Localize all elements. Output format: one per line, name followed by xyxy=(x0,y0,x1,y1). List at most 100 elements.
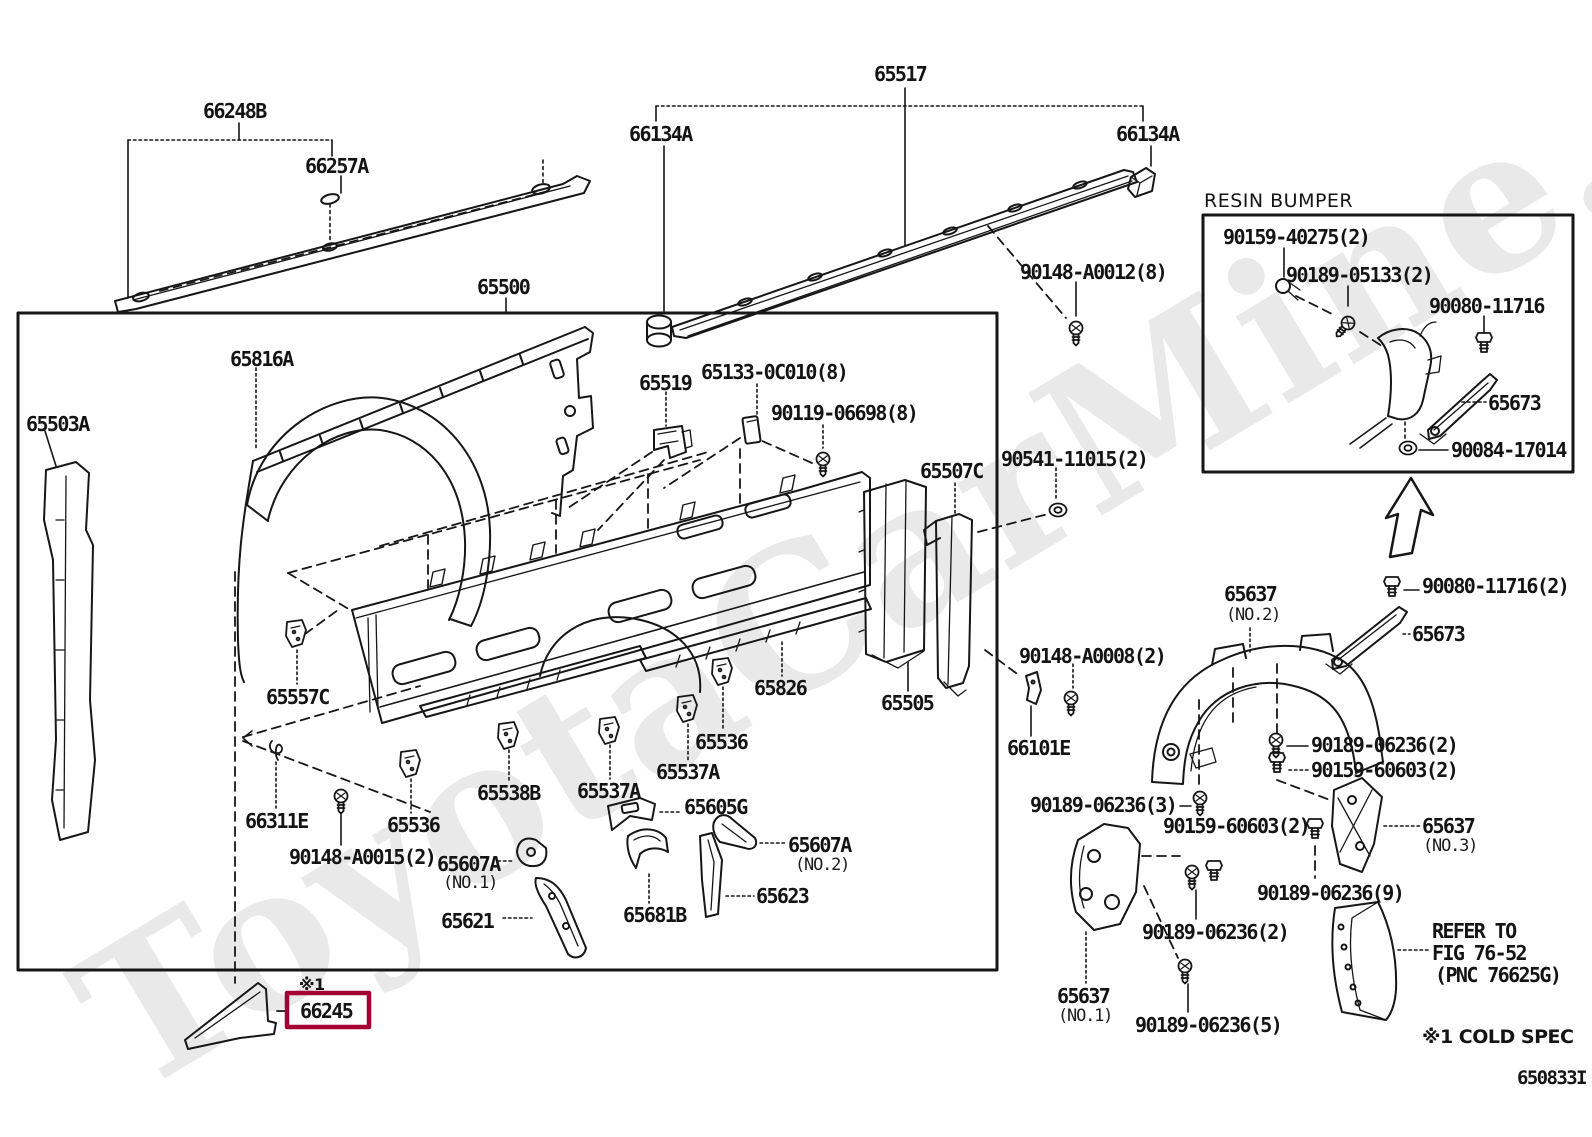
part-label-90189-05133: 90189-05133(2) xyxy=(1286,263,1434,287)
part-label-90080-11716: 90080-11716 xyxy=(1429,294,1545,318)
part-label-90189-06236-5: 90189-06236(5) xyxy=(1135,1013,1283,1037)
part-label-65505: 65505 xyxy=(881,691,935,715)
part-label-90189-06236-9: 90189-06236(9) xyxy=(1257,881,1405,905)
part-label-65503a: 65503A xyxy=(26,412,90,436)
part-label-65623: 65623 xyxy=(756,884,810,908)
part-label-65536-right: 65536 xyxy=(695,730,749,754)
bracket-65605g-drawing xyxy=(607,797,683,831)
hook-66311e-drawing xyxy=(269,740,283,809)
strap-65673-right-drawing xyxy=(1325,606,1411,675)
rail-65517-drawing xyxy=(646,87,1156,348)
part-tag-65637-no1: (NO.1) xyxy=(1058,1006,1113,1026)
clip-65557c-drawing xyxy=(285,619,307,685)
clip-65519-drawing xyxy=(653,391,693,459)
part-label-65519: 65519 xyxy=(639,371,693,395)
part-label-90189-06236-2a: 90189-06236(2) xyxy=(1311,733,1459,757)
part-label-65673-box: 65673 xyxy=(1488,391,1542,415)
part-label-90080-11716-2: 90080-11716(2) xyxy=(1422,574,1570,598)
main-diagram-box xyxy=(16,311,999,972)
part-label-65826: 65826 xyxy=(754,676,808,700)
part-label-90148-a0008: 90148-A0008(2) xyxy=(1019,644,1167,668)
resin-bumper-drawing xyxy=(1275,247,1498,456)
part-label-65605g: 65605G xyxy=(684,795,748,819)
part-label-65681b: 65681B xyxy=(623,903,687,927)
part-label-65637-no3: 65637 xyxy=(1422,814,1476,838)
part-label-66245-highlighted: 66245 xyxy=(300,999,354,1023)
bracket-65607a-no2-drawing xyxy=(712,814,787,850)
part-label-65507c: 65507C xyxy=(920,459,984,483)
refer-note-line3: (PNC 76625G) xyxy=(1435,963,1562,987)
clip-65133-drawing xyxy=(741,383,762,445)
part-label-65607a-no1: 65607A xyxy=(437,852,501,876)
pillar-65505-drawing xyxy=(858,479,927,692)
part-label-65673-right: 65673 xyxy=(1412,622,1466,646)
part-label-66134a-right: 66134A xyxy=(1116,122,1180,146)
construction-arrowhead xyxy=(242,730,253,747)
part-label-65607a-no2: 65607A xyxy=(788,833,852,857)
part-label-65133-0c010: 65133-0C010(8) xyxy=(701,360,849,384)
part-label-65538b: 65538B xyxy=(477,781,541,805)
nut-90541-drawing xyxy=(1048,467,1068,518)
part-label-65500: 65500 xyxy=(477,275,531,299)
refer-note-line2: FIG 76-52 xyxy=(1432,941,1528,965)
part-tag-65637-no2: (NO.2) xyxy=(1226,605,1281,625)
part-tag-65607a-no2: (NO.2) xyxy=(795,855,850,875)
part-label-65557c: 65557C xyxy=(266,685,330,709)
part-tag-65607a-no1: (NO.1) xyxy=(443,873,498,893)
bracket-65623-drawing xyxy=(699,832,755,918)
resin-bumper-box xyxy=(1201,213,1575,474)
labels-layer: 66248B 66257A 65500 65517 66134A 66134A … xyxy=(26,62,1587,1089)
screw-a0015-drawing xyxy=(333,788,349,846)
mud-flap-drawing xyxy=(1331,901,1429,1021)
cold-spec-mark: ※1 xyxy=(299,975,325,994)
part-label-90159-60603-b: 90159-60603(2) xyxy=(1163,814,1311,838)
part-label-66257a: 66257A xyxy=(305,154,369,178)
part-tag-65637-no3: (NO.3) xyxy=(1423,836,1478,856)
part-label-65637-no1: 65637 xyxy=(1057,984,1111,1008)
part-label-90159-40275: 90159-40275(2) xyxy=(1223,225,1371,249)
screw-90119-drawing xyxy=(815,424,831,478)
highlighted-part-box xyxy=(284,990,372,1030)
refer-note-line1: REFER TO xyxy=(1432,919,1517,943)
part-label-65517: 65517 xyxy=(874,62,928,86)
parts-diagram-drawing xyxy=(16,87,1575,1050)
part-label-90084-17014: 90084-17014 xyxy=(1451,438,1567,462)
part-label-90119-06698: 90119-06698(8) xyxy=(771,401,919,425)
bolt-90080-right-drawing xyxy=(1383,576,1420,597)
part-label-90148-a0015: 90148-A0015(2) xyxy=(289,845,437,869)
construction-lines xyxy=(234,437,1049,984)
quarter-panel-drawing xyxy=(44,326,594,683)
diagram-code: 650833I xyxy=(1517,1067,1587,1089)
clip-66101e-drawing xyxy=(1025,663,1079,737)
part-label-65537a-right: 65537A xyxy=(656,760,720,784)
inner-panel-drawing xyxy=(351,471,872,724)
bracket-65637-no1-drawing xyxy=(1069,823,1223,1013)
part-label-90159-60603-a: 90159-60603(2) xyxy=(1311,758,1459,782)
bracket-65607a-no1-drawing xyxy=(497,837,548,868)
up-arrow xyxy=(1384,476,1435,559)
part-label-65637-no2: 65637 xyxy=(1224,582,1278,606)
cold-spec-note: ※1 COLD SPEC xyxy=(1422,1026,1574,1048)
part-label-65621: 65621 xyxy=(441,909,495,933)
part-label-66311e: 66311E xyxy=(245,809,309,833)
resin-bumper-title: RESIN BUMPER xyxy=(1204,190,1354,212)
bracket-65621-drawing xyxy=(502,877,587,959)
liner-65637-no2-drawing xyxy=(1151,627,1384,789)
rail-66248b-drawing xyxy=(114,122,591,313)
pillar-65507c-drawing xyxy=(923,482,973,697)
bracket-65637-no3-drawing xyxy=(1331,777,1421,873)
part-label-66134a-left: 66134A xyxy=(629,122,693,146)
clip-row-drawing xyxy=(399,641,783,814)
part-label-90148-a0012: 90148-A0012(8) xyxy=(1020,260,1168,284)
part-label-66248b: 66248B xyxy=(203,99,267,123)
part-label-90189-06236-3: 90189-06236(3) xyxy=(1030,793,1178,817)
pillar-65503a-drawing xyxy=(43,461,96,841)
part-label-66101e: 66101E xyxy=(1007,736,1071,760)
right-fasteners xyxy=(1179,732,1331,879)
part-label-90189-06236-2b: 90189-06236(2) xyxy=(1142,920,1290,944)
part-label-65816a: 65816A xyxy=(230,347,294,371)
part-label-65536-left: 65536 xyxy=(387,813,441,837)
part-label-65537a-left: 65537A xyxy=(577,779,641,803)
part-label-90541-11015: 90541-11015(2) xyxy=(1001,447,1149,471)
bracket-65681b-drawing xyxy=(626,828,669,904)
